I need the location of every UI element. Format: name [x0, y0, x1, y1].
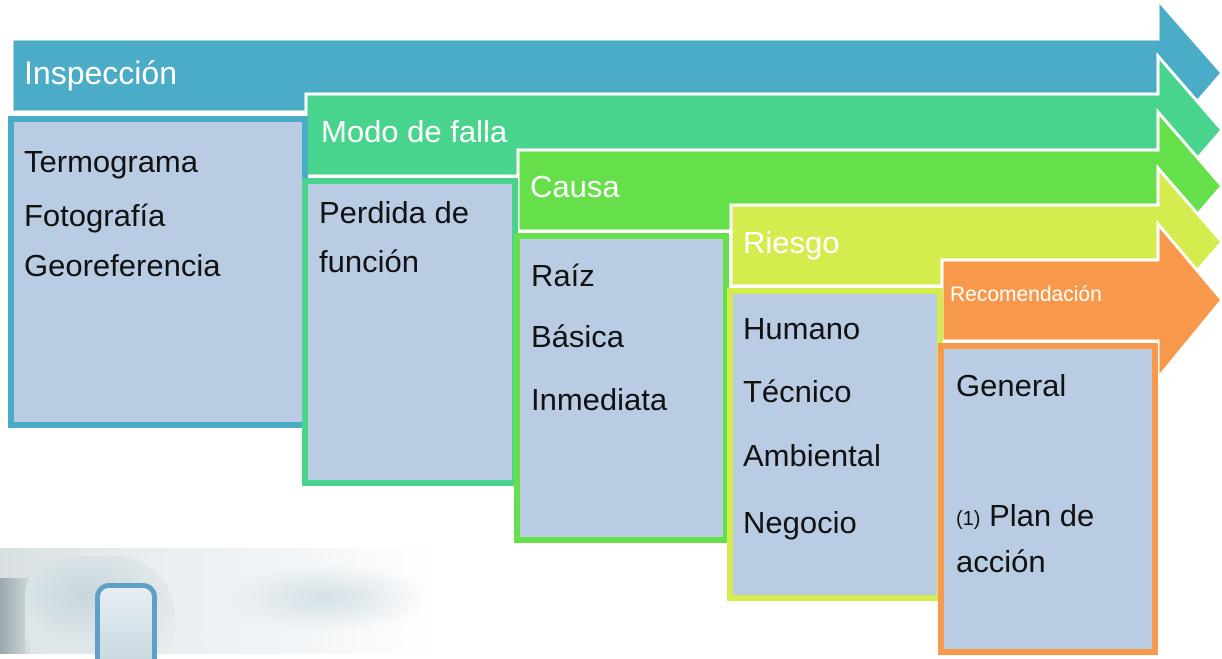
modo-de-falla-item-funcion: función	[319, 244, 419, 279]
riesgo-title: Riesgo	[743, 225, 840, 260]
footnote-marker: (1)	[956, 508, 981, 530]
inspeccion-item-termograma: Termograma	[24, 144, 198, 179]
riesgo-item-negocio: Negocio	[743, 505, 857, 540]
recomendacion-item-plan: (1) Plan de	[956, 500, 1094, 531]
riesgo-item-humano: Humano	[743, 311, 861, 346]
inspeccion-box	[8, 116, 308, 428]
causa-item-inmediata: Inmediata	[531, 382, 668, 417]
modo-de-falla-box	[302, 178, 518, 486]
riesgo-item-ambiental: Ambiental	[743, 438, 881, 473]
inspeccion-item-georeferencia: Georeferencia	[24, 248, 221, 283]
recomendacion-item-accion: acción	[956, 544, 1046, 579]
causa-title: Causa	[530, 169, 620, 204]
recomendacion-arrow	[940, 219, 1222, 383]
riesgo-item-tecnico: Técnico	[743, 374, 852, 409]
inspeccion-item-fotografia: Fotografía	[24, 198, 166, 233]
recomendacion-title: Recomendación	[950, 283, 1102, 306]
causa-item-raiz: Raíz	[531, 258, 595, 293]
causa-box	[514, 233, 729, 543]
plan-de-text: Plan de	[989, 498, 1095, 533]
inspeccion-title: Inspección	[24, 55, 177, 91]
causa-item-basica: Básica	[531, 319, 625, 354]
recomendacion-box	[938, 343, 1158, 655]
modo-de-falla-title: Modo de falla	[321, 114, 508, 149]
background-photo	[0, 548, 438, 659]
riesgo-box	[727, 288, 943, 601]
modo-de-falla-item-perdida: Perdida de	[319, 195, 469, 230]
recomendacion-item-general: General	[956, 368, 1067, 403]
